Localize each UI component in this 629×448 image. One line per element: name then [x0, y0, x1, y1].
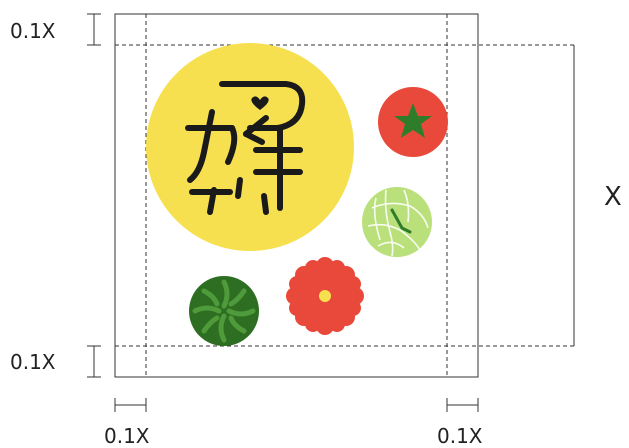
- size-label: X: [604, 182, 622, 212]
- top-margin-bracket: [87, 13, 101, 46]
- watermelon-icon: [189, 276, 259, 346]
- sun-circle: [146, 43, 354, 251]
- left-margin-label: 0.1X: [104, 424, 150, 448]
- melon-icon: [362, 187, 432, 257]
- bottom-margin-bracket: [87, 345, 101, 378]
- outer-frame: [114, 13, 479, 378]
- flower-icon: [286, 257, 364, 335]
- safe-area-guides: [115, 14, 574, 377]
- heart-icon: [251, 96, 269, 110]
- tomato-icon: [378, 87, 448, 157]
- left-margin-bracket: [114, 398, 147, 412]
- top-margin-label: 0.1X: [10, 19, 56, 43]
- right-margin-bracket: [446, 398, 479, 412]
- logo-glyph: [185, 81, 306, 215]
- bottom-margin-label: 0.1X: [10, 350, 56, 374]
- right-margin-label: 0.1X: [437, 424, 483, 448]
